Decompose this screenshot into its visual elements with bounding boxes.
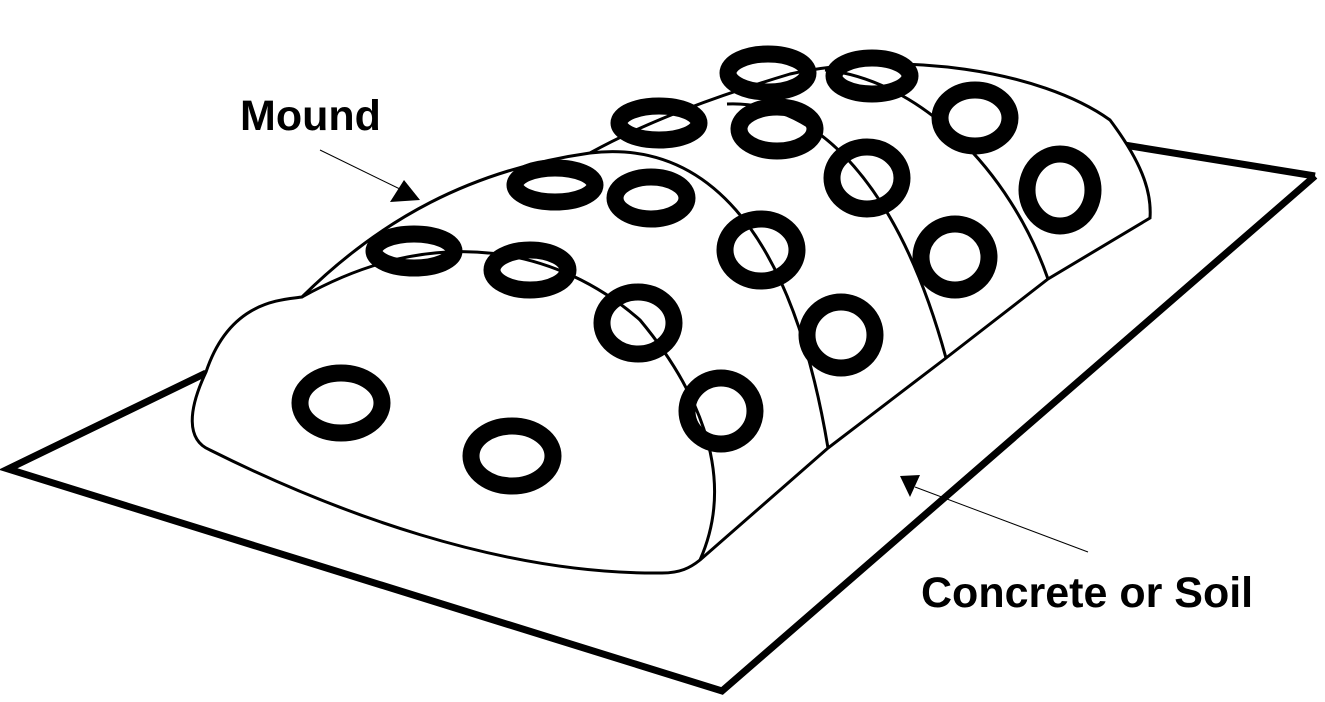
ring — [912, 215, 998, 299]
ring — [678, 369, 764, 453]
ring — [931, 81, 1019, 155]
ground-label: Concrete or Soil — [921, 569, 1253, 617]
mound-rings — [291, 45, 1102, 495]
segment-line-1 — [301, 250, 716, 561]
ring — [825, 49, 919, 103]
ring — [1018, 145, 1102, 235]
ring — [593, 283, 683, 363]
ring — [462, 417, 562, 495]
ground-pointer-arrowhead — [900, 475, 920, 497]
ground-pointer-line — [914, 486, 1089, 553]
ring — [610, 97, 708, 149]
mound-pointer-arrowhead — [390, 180, 420, 202]
ring — [823, 138, 911, 218]
ground-pointer — [900, 475, 1089, 553]
ring — [606, 168, 696, 228]
ring — [798, 293, 884, 377]
ground-slab — [0, 140, 1318, 695]
ring — [483, 241, 577, 299]
ring — [716, 210, 806, 290]
ground-slab-back-edge — [1117, 140, 1316, 180]
ring — [291, 364, 391, 442]
ring — [506, 159, 604, 211]
mound-pointer-line — [319, 149, 405, 192]
mound-label: Mound — [240, 92, 381, 140]
ground-slab-front-edge — [0, 173, 1318, 695]
ring — [719, 45, 817, 101]
ring — [365, 225, 463, 277]
mound-pointer — [319, 149, 420, 202]
ring — [730, 98, 824, 160]
